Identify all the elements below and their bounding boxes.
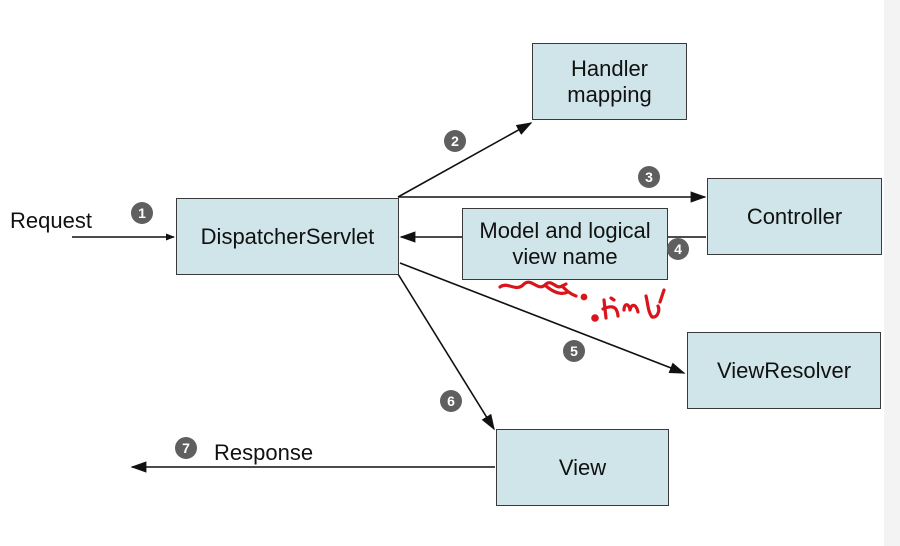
step-4-badge: 4 — [667, 238, 689, 260]
controller-box: Controller — [707, 178, 882, 255]
response-label: Response — [214, 440, 314, 465]
view-resolver-label: ViewResolver — [716, 357, 852, 383]
arrow-view-resolver — [399, 262, 686, 374]
step-3-badge: 3 — [638, 166, 660, 188]
request-label: Request — [10, 208, 92, 233]
dispatcher-servlet-box: DispatcherServlet — [176, 198, 399, 275]
controller-label: Controller — [746, 203, 843, 229]
step-1-badge: 1 — [131, 202, 153, 224]
step-5-badge: 5 — [563, 340, 585, 362]
model-view-label: Model and logical view name — [479, 218, 651, 269]
handwritten-annotation — [498, 280, 666, 322]
handler-mapping-box: Handler mapping — [532, 43, 687, 120]
view-box: View — [496, 429, 669, 506]
scrollbar-track — [884, 0, 900, 546]
step-2-badge: 2 — [444, 130, 466, 152]
handler-mapping-label: Handler mapping — [567, 55, 652, 107]
step-7-badge: 7 — [175, 437, 197, 459]
dispatcher-servlet-label: DispatcherServlet — [200, 223, 375, 249]
model-view-box: Model and logical view name — [462, 208, 668, 280]
view-label: View — [558, 454, 607, 480]
arrow-handler-mapping — [397, 122, 533, 198]
step-6-badge: 6 — [440, 390, 462, 412]
view-resolver-box: ViewResolver — [687, 332, 881, 409]
arrow-view — [397, 273, 495, 431]
